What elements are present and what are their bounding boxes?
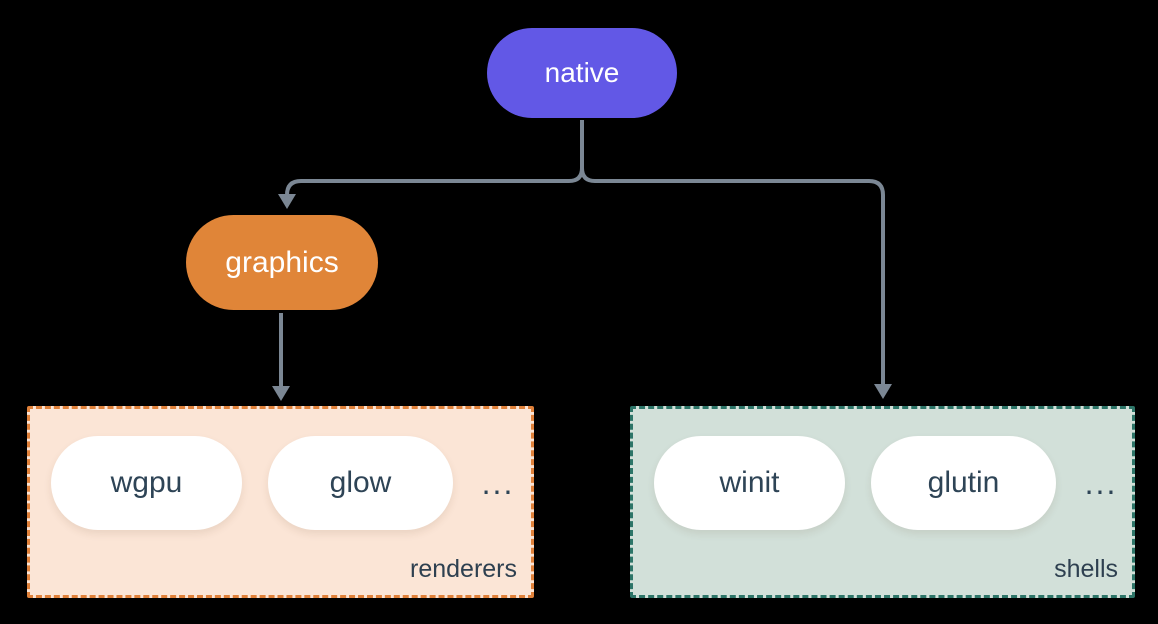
group-shells: winit glutin ... shells xyxy=(630,406,1135,598)
node-winit: winit xyxy=(654,436,845,530)
node-glow: glow xyxy=(268,436,453,530)
group-renderers: wgpu glow ... renderers xyxy=(27,406,534,598)
node-glutin: glutin xyxy=(871,436,1056,530)
edge-native-graphics xyxy=(285,120,584,196)
group-shells-label: shells xyxy=(1054,555,1118,583)
node-native-label: native xyxy=(544,57,620,88)
node-graphics-label: graphics xyxy=(225,245,339,279)
arrowhead-graphics xyxy=(278,194,296,209)
renderers-ellipsis: ... xyxy=(481,464,515,501)
node-glutin-label: glutin xyxy=(927,466,1000,499)
node-graphics: graphics xyxy=(186,215,378,310)
group-renderers-label: renderers xyxy=(410,555,517,583)
node-native: native xyxy=(487,28,677,118)
edge-native-shells xyxy=(580,120,885,386)
shells-ellipsis: ... xyxy=(1084,464,1118,501)
node-winit-label: winit xyxy=(719,466,780,499)
node-wgpu-label: wgpu xyxy=(110,466,183,499)
arrowhead-shells xyxy=(874,384,892,399)
node-wgpu: wgpu xyxy=(51,436,242,530)
arrowhead-renderers xyxy=(272,386,290,401)
node-glow-label: glow xyxy=(329,466,392,499)
